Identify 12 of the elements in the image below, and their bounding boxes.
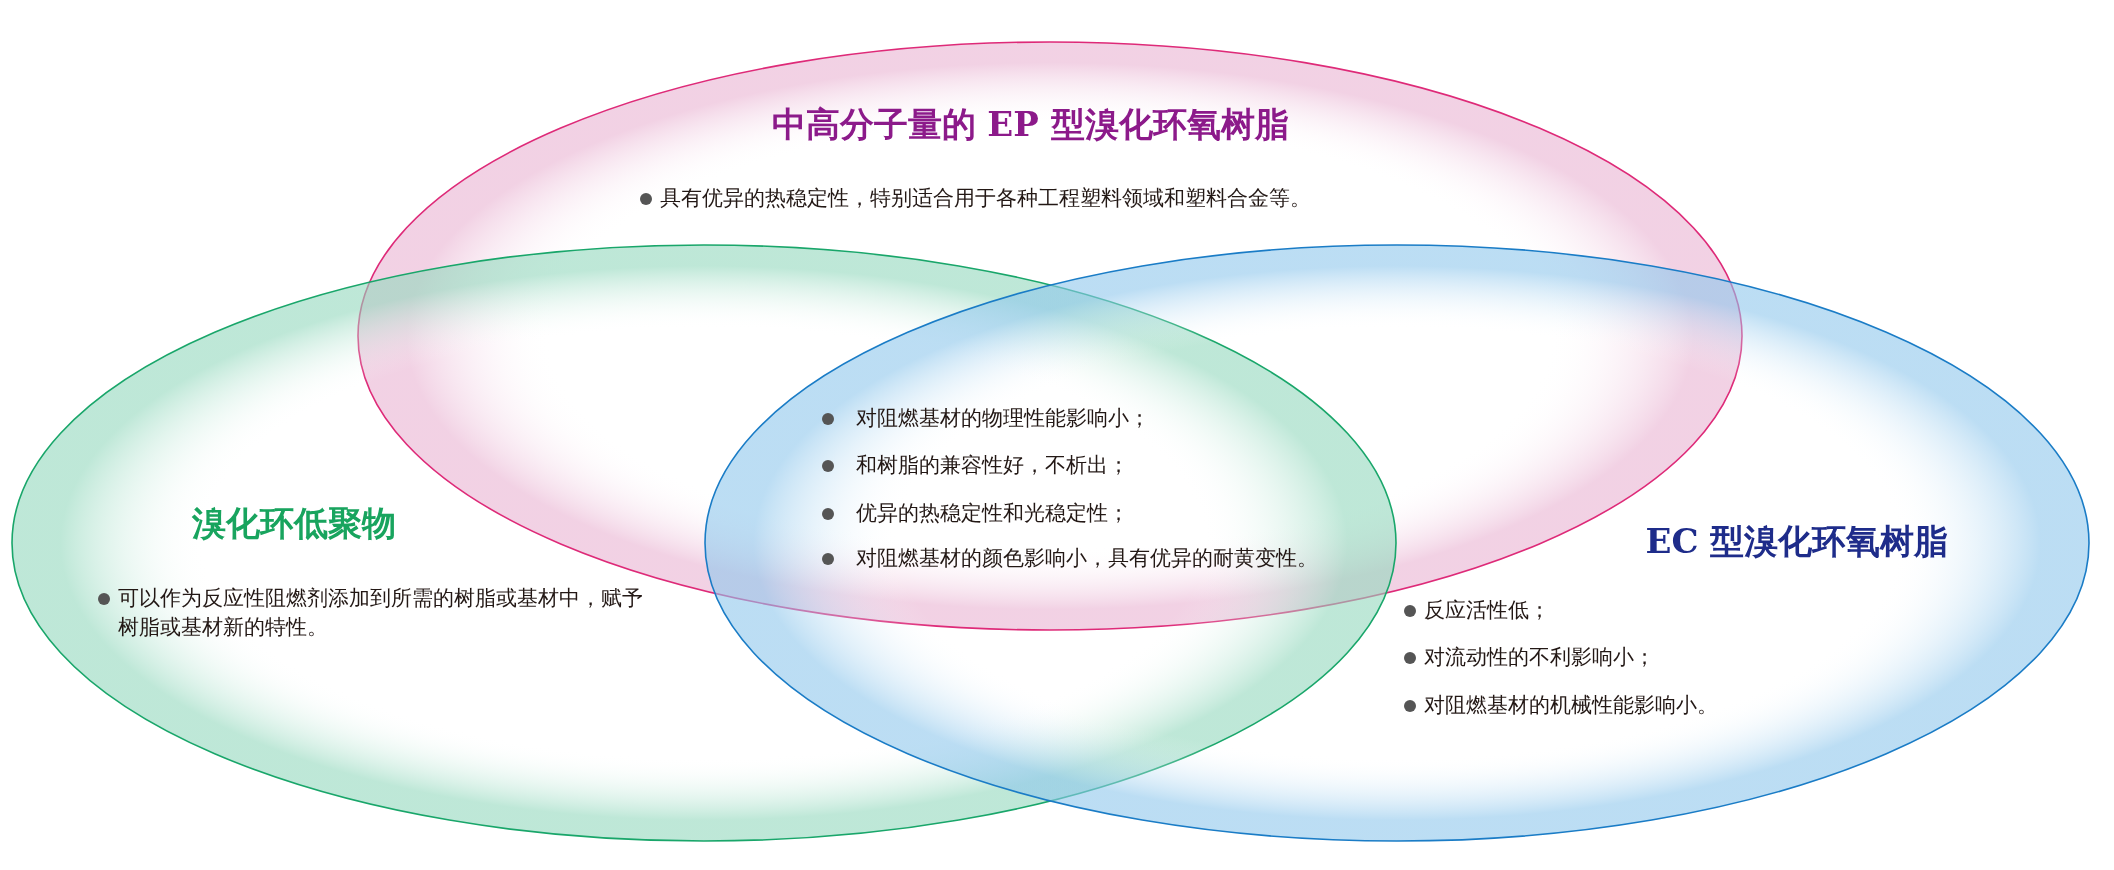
bullet-text: 对阻燃基材的颜色影响小，具有优异的耐黄变性。 (856, 545, 1318, 572)
bullet-text: 对阻燃基材的机械性能影响小。 (1424, 692, 1718, 719)
set-title: 中高分子量的 EP 型溴化环氧树脂 (771, 103, 1289, 145)
bullet-text: 对流动性的不利影响小； (1424, 644, 1655, 671)
bullet-text: 和树脂的兼容性好，不析出； (856, 452, 1129, 479)
bullet-text: 具有优异的热稳定性，特别适合用于各种工程塑料领域和塑料合金等。 (660, 185, 1311, 212)
bullet-text: 对阻燃基材的物理性能影响小； (856, 405, 1150, 432)
bullet-text: 优异的热稳定性和光稳定性； (856, 500, 1129, 527)
set-title: EC 型溴化环氧树脂 (1645, 520, 1949, 562)
bullet-text: 反应活性低； (1424, 597, 1550, 624)
bullet-text: 可以作为反应性阻燃剂添加到所需的树脂或基材中，赋予树脂或基材新的特性。 (118, 585, 644, 641)
set-title: 溴化环低聚物 (192, 502, 396, 544)
